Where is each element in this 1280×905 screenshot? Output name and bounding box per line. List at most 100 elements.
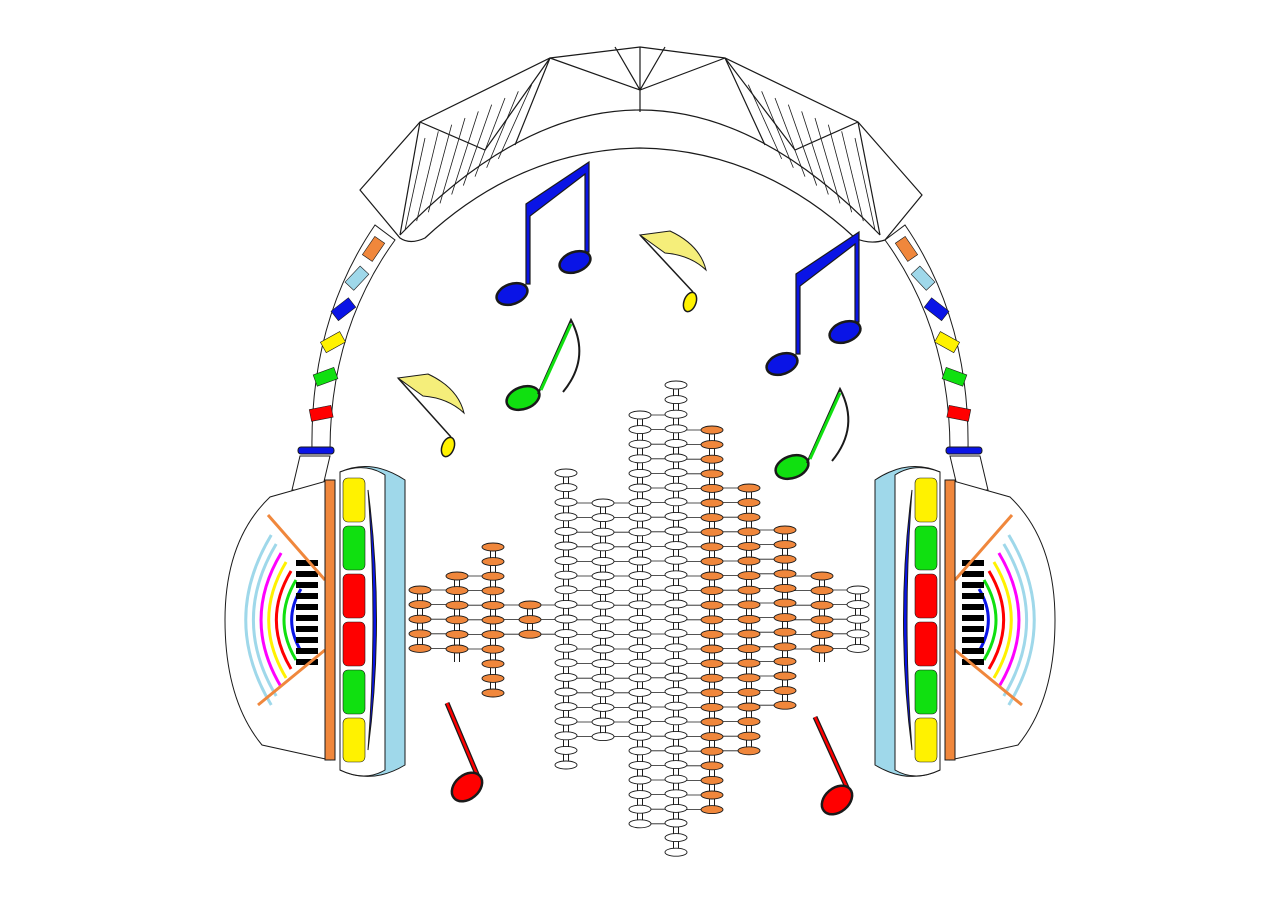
note-stem [639, 234, 694, 293]
eq-disc [628, 483, 652, 493]
eq-disc [737, 687, 761, 697]
eq-disc [408, 614, 432, 624]
eq-disc [628, 571, 652, 581]
hatch-line [451, 111, 479, 195]
eq-disc [628, 775, 652, 785]
eq-disc [445, 586, 469, 596]
eq-disc [554, 629, 578, 639]
note-head [450, 771, 484, 803]
eq-disc [481, 600, 505, 610]
eq-disc [773, 642, 797, 652]
eq-disc [628, 425, 652, 435]
eq-disc [554, 585, 578, 595]
eq-disc [664, 395, 688, 405]
eq-disc [554, 745, 578, 755]
keyboard-key [962, 604, 984, 610]
hatch-line [761, 91, 794, 168]
eq-disc [700, 746, 724, 756]
note-flag [396, 373, 465, 415]
eq-disc [481, 615, 505, 625]
eq-disc [664, 643, 688, 653]
cushion-segment [914, 573, 938, 619]
hatch-line [787, 104, 818, 186]
eq-disc [846, 629, 870, 639]
keyboard-key [962, 615, 984, 621]
cup-ring [1002, 543, 1028, 697]
eq-disc [628, 760, 652, 770]
cup-ring [274, 570, 293, 670]
eq-disc [664, 599, 688, 609]
eq-disc [554, 512, 578, 522]
eq-disc [700, 673, 724, 683]
eq-disc [664, 847, 688, 857]
eq-disc [846, 585, 870, 595]
cup-ring [267, 561, 288, 679]
eq-disc [518, 629, 542, 639]
sixteenth-note [396, 373, 465, 458]
cup-ring [982, 579, 998, 661]
note-stem [806, 386, 850, 464]
eq-disc [737, 673, 761, 683]
note-head [828, 319, 862, 345]
eq-disc [628, 410, 652, 420]
eq-disc [628, 585, 652, 595]
eq-disc [591, 527, 615, 537]
beamed-notes [495, 160, 592, 307]
hatch-line [814, 117, 841, 204]
note-head [774, 453, 810, 481]
eq-disc [628, 687, 652, 697]
eq-disc [628, 731, 652, 741]
eq-disc [628, 629, 652, 639]
eq-disc [481, 557, 505, 567]
eq-disc [591, 659, 615, 669]
note-head [820, 784, 854, 816]
eq-disc [591, 498, 615, 508]
eq-disc [664, 468, 688, 478]
eq-disc [664, 570, 688, 580]
eq-disc [408, 585, 432, 595]
eq-disc [700, 440, 724, 450]
eq-disc [737, 541, 761, 551]
keyboard-key [962, 593, 984, 599]
eq-disc [773, 686, 797, 696]
eq-disc [554, 570, 578, 580]
cup-ring [282, 579, 298, 661]
eq-disc [700, 425, 724, 435]
eq-disc [810, 571, 834, 581]
eq-disc [700, 688, 724, 698]
keyboard-key [296, 560, 318, 566]
eq-disc [554, 702, 578, 712]
hatch-line [427, 124, 453, 213]
hatch-line [841, 131, 864, 222]
hatch-line [827, 124, 853, 213]
cushion-segment [342, 669, 366, 715]
eq-disc [445, 571, 469, 581]
eq-disc [664, 803, 688, 813]
eq-disc [773, 554, 797, 564]
eq-disc [700, 761, 724, 771]
eighth-note [774, 386, 850, 481]
band-segment [344, 265, 370, 291]
eq-disc [664, 614, 688, 624]
eq-disc [773, 700, 797, 710]
keyboard-key [296, 593, 318, 599]
eq-disc [481, 673, 505, 683]
keyboard-key [296, 615, 318, 621]
hatch-line [774, 97, 806, 177]
side-band [884, 224, 989, 491]
eq-disc [591, 542, 615, 552]
eq-disc [737, 658, 761, 668]
keyboard-key [296, 637, 318, 643]
eq-disc [628, 717, 652, 727]
eq-disc [628, 658, 652, 668]
eq-disc [518, 615, 542, 625]
eq-disc [628, 702, 652, 712]
side-band [291, 224, 396, 491]
right-ear-cup [874, 466, 1056, 777]
eq-disc [445, 600, 469, 610]
band-segment [308, 404, 334, 422]
eq-disc [591, 586, 615, 596]
eq-disc [554, 716, 578, 726]
eq-disc [664, 774, 688, 784]
